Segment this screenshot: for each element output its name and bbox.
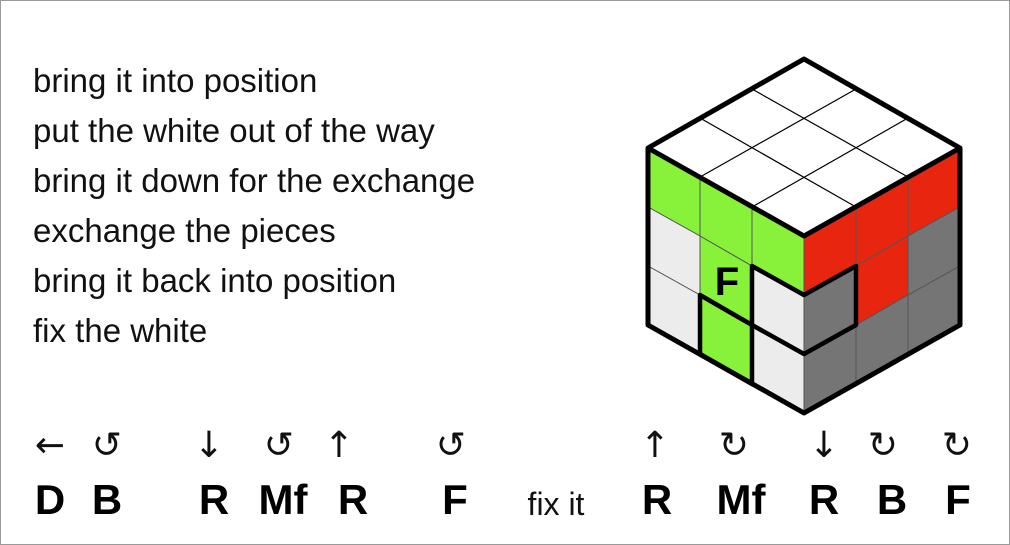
- move-label: D: [34, 476, 66, 523]
- move-label: B: [91, 476, 123, 523]
- rotate-ccw-icon: ↺: [435, 425, 467, 466]
- rotate-ccw-icon: ↺: [263, 425, 295, 466]
- move-label: R: [198, 476, 230, 523]
- arrow-down-icon: ↓: [193, 425, 225, 466]
- face-label: F: [715, 260, 739, 304]
- steps-list: bring it into position put the white out…: [33, 56, 475, 356]
- step-6: fix the white: [33, 312, 208, 349]
- rotate-cw-icon: ↻: [941, 425, 973, 466]
- arrow-up-icon: ↑: [323, 425, 355, 466]
- arrow-down-icon: ↓: [808, 425, 840, 466]
- arrow-up-icon: ↑: [639, 425, 671, 466]
- move-label: R: [808, 476, 840, 523]
- step-3: bring it down for the exchange: [33, 162, 476, 199]
- step-5: bring it back into position: [33, 262, 397, 299]
- arrow-left-icon: ←: [34, 425, 66, 466]
- rotate-cw-icon: ↻: [867, 425, 899, 466]
- move-label: Mf: [258, 476, 308, 523]
- move-label: Mf: [716, 476, 766, 523]
- move-label: B: [876, 476, 908, 523]
- move-label: R: [641, 476, 673, 523]
- move-label: F: [945, 476, 971, 523]
- fix-it-note: fix it: [527, 486, 585, 522]
- rotate-ccw-icon: ↺: [91, 425, 123, 466]
- move-label: R: [337, 476, 369, 523]
- step-4: exchange the pieces: [33, 212, 336, 249]
- move-label: F: [442, 476, 468, 523]
- cube-front-edge: [646, 145, 962, 239]
- step-1: bring it into position: [33, 62, 318, 99]
- cube-outline: [645, 56, 963, 416]
- rotate-cw-icon: ↻: [718, 425, 750, 466]
- step-2: put the white out of the way: [33, 112, 435, 149]
